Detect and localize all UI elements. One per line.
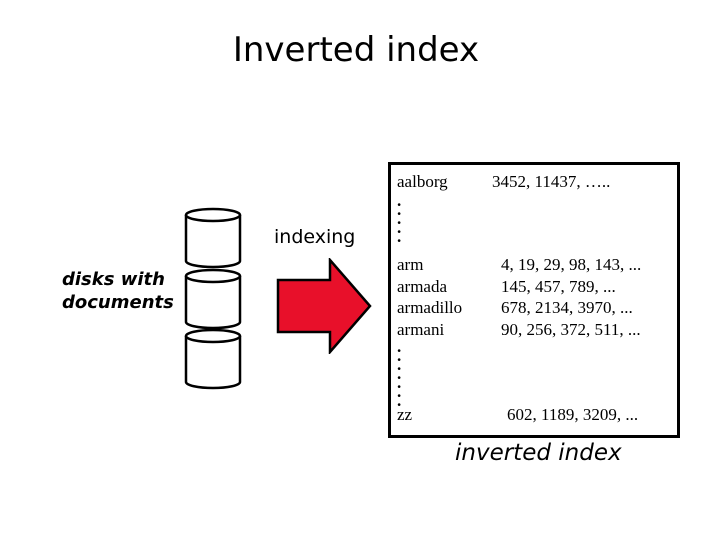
inverted-index-box bbox=[388, 162, 680, 438]
disk-icon bbox=[184, 268, 242, 330]
ellipsis-vertical: ..... bbox=[397, 191, 402, 246]
index-term: armadillo bbox=[397, 298, 463, 317]
posting-list: 90, 256, 372, 511, ... bbox=[501, 320, 641, 339]
disk-icon bbox=[184, 207, 242, 269]
disk-icon bbox=[184, 328, 242, 390]
disks-label: disks with documents bbox=[62, 269, 174, 313]
index-term: zz bbox=[397, 405, 413, 424]
posting-list: 602, 1189, 3209, ... bbox=[507, 405, 639, 424]
index-term: aalborg bbox=[397, 172, 448, 191]
arrow-right-icon bbox=[276, 258, 372, 354]
index-term: armani bbox=[397, 320, 445, 339]
slide-title: Inverted index bbox=[232, 30, 480, 70]
indexing-label: indexing bbox=[274, 226, 356, 248]
index-term: arm bbox=[397, 255, 424, 274]
ellipsis-vertical: ....... bbox=[397, 337, 402, 410]
posting-list: 4, 19, 29, 98, 143, ... bbox=[501, 255, 642, 274]
index-caption: inverted index bbox=[455, 440, 622, 466]
posting-list: 678, 2134, 3970, ... bbox=[501, 298, 633, 317]
index-term: armada bbox=[397, 277, 448, 296]
posting-list: 145, 457, 789, ... bbox=[501, 277, 616, 296]
posting-list: 3452, 11437, ….. bbox=[492, 172, 611, 191]
